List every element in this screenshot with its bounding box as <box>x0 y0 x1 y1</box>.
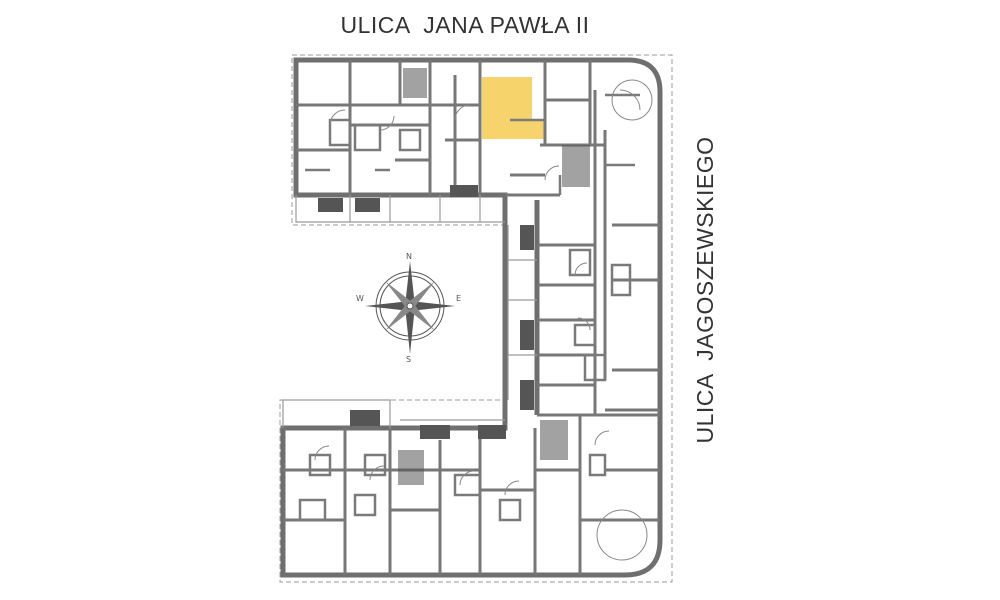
compass-label-west: W <box>356 294 364 303</box>
corridor-wall-east <box>593 90 660 472</box>
compass-label-east: E <box>456 294 461 303</box>
door-swings <box>314 79 653 561</box>
north-wing-partitions <box>295 60 605 223</box>
compass-label-north: N <box>406 252 412 261</box>
outer-wall-north-wing <box>280 57 663 578</box>
highlighted-apartment[interactable] <box>482 77 532 139</box>
south-wing-partitions <box>282 399 660 575</box>
compass-rose: N E S W <box>356 252 461 364</box>
stairwells <box>318 68 590 485</box>
highlighted-apartment-extension[interactable] <box>532 120 545 139</box>
east-wing-partitions <box>507 93 660 417</box>
plot-boundary <box>279 54 673 583</box>
street-label-north: ULICA JANA PAWŁA II <box>340 12 590 38</box>
compass-label-south: S <box>406 355 411 364</box>
